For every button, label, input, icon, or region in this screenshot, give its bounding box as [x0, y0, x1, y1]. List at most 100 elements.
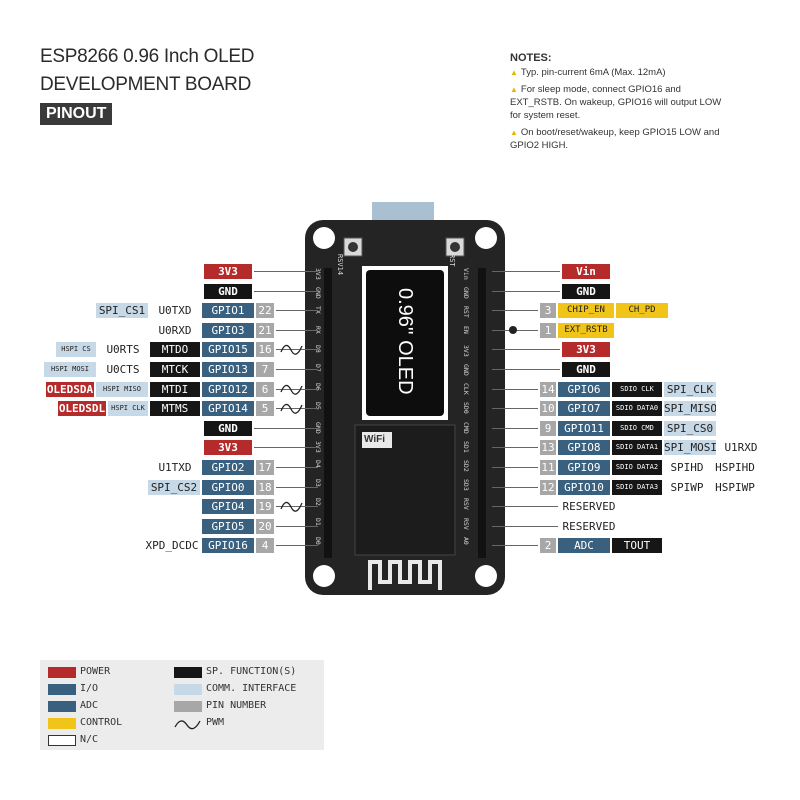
board-graphic	[305, 202, 505, 595]
left-row-14-cell-0: XPD_DCDC	[144, 538, 200, 553]
left-row-11-connector	[276, 487, 318, 488]
header-pin-label: D0	[314, 536, 322, 545]
left-row-4-cell-2: MTDO	[150, 342, 200, 357]
right-row-4-connector	[492, 349, 560, 350]
left-row-4-cell-3: GPIO15	[202, 342, 254, 357]
left-row-3-cell-0: U0RXD	[150, 323, 200, 338]
left-row-2-cell-0: SPI_CS1	[96, 303, 148, 318]
pwm-icon	[280, 501, 303, 512]
header-pin-label: D1	[314, 517, 322, 526]
right-row-5-connector	[492, 369, 560, 370]
legend-swatch-adc	[48, 701, 76, 712]
left-row-2-connector	[276, 310, 318, 311]
legend-swatch-pinnum	[174, 701, 202, 712]
right-row-8-cell-3: SPI_CS0	[664, 421, 716, 436]
header-pin-label: SD1	[462, 440, 470, 453]
left-row-11-cell-2: 18	[256, 480, 274, 495]
legend-swatch-nc	[48, 735, 76, 746]
right-row-8-connector	[492, 428, 538, 429]
reset-dot-icon	[509, 326, 517, 334]
right-row-14-cell-2: TOUT	[612, 538, 662, 553]
right-row-1-cell-0: GND	[562, 284, 610, 299]
left-row-4-cell-4: 16	[256, 342, 274, 357]
right-row-7-cell-2: SDIO DATA0	[612, 401, 662, 416]
notes-heading: NOTES:	[510, 52, 552, 64]
left-row-1-cell-0: GND	[204, 284, 252, 299]
left-row-6-cell-0: OLEDSDA	[46, 382, 94, 397]
legend-label: PIN NUMBER	[206, 700, 267, 711]
left-row-6-cell-1: HSPI MISO	[96, 382, 148, 397]
left-row-8-cell-0: GND	[204, 421, 252, 436]
left-row-4-cell-1: U0RTS	[98, 342, 148, 357]
left-row-2-cell-2: GPIO1	[202, 303, 254, 318]
right-row-0-connector	[492, 271, 560, 272]
right-row-11-cell-0: 12	[540, 480, 556, 495]
right-row-14-cell-1: ADC	[558, 538, 610, 553]
right-row-10-cell-2: SDIO DATA2	[612, 460, 662, 475]
right-row-6-connector	[492, 389, 538, 390]
right-row-1-connector	[492, 291, 560, 292]
left-row-3-cell-2: 21	[256, 323, 274, 338]
header-pin-label: D7	[314, 364, 322, 372]
note-item-1: ▲Typ. pin-current 6mA (Max. 12mA)	[510, 67, 666, 78]
left-row-9-connector	[254, 447, 318, 448]
left-row-10-cell-1: GPIO2	[202, 460, 254, 475]
left-row-6-cell-2: MTDI	[150, 382, 200, 397]
left-row-5-cell-0: HSPI MOSI	[44, 362, 96, 377]
right-row-3-cell-0: 1	[540, 323, 556, 338]
header-pin-label: CMD	[462, 421, 470, 434]
left-row-11-cell-0: SPI_CS2	[148, 480, 200, 495]
warning-icon: ▲	[510, 85, 518, 94]
left-row-13-connector	[276, 526, 318, 527]
left-row-6-cell-4: 6	[256, 382, 274, 397]
header-pin-label: CLK	[462, 383, 470, 395]
right-row-7-connector	[492, 408, 538, 409]
header-pin-label: RSV	[462, 498, 470, 511]
mounting-hole-top-right	[475, 227, 497, 249]
left-row-3-cell-1: GPIO3	[202, 323, 254, 338]
left-row-5-cell-1: U0CTS	[98, 362, 148, 377]
right-row-6-cell-1: GPIO6	[558, 382, 610, 397]
notes-panel: NOTES: ▲Typ. pin-current 6mA (Max. 12mA)…	[510, 52, 730, 152]
title-line-2: DEVELOPMENT BOARD	[40, 74, 251, 95]
legend-label: I/O	[80, 683, 99, 694]
left-row-7-cell-0: OLEDSDL	[58, 401, 106, 416]
left-row-8-connector	[254, 428, 318, 429]
right-row-10-connector	[492, 467, 538, 468]
legend-label: PWM	[206, 717, 225, 728]
header-pin-label: 3V3	[314, 268, 322, 280]
legend-label: COMM. INTERFACE	[206, 683, 297, 694]
header-pin-label: SD0	[462, 402, 470, 415]
pwm-icon	[174, 720, 201, 730]
right-row-11-cell-2: SDIO DATA3	[612, 480, 662, 495]
right-row-9-cell-1: GPIO8	[558, 440, 610, 455]
right-row-9-cell-4: U1RXD	[718, 440, 764, 455]
left-row-12-cell-1: 19	[256, 499, 274, 514]
right-row-10-cell-1: GPIO9	[558, 460, 610, 475]
left-row-3-connector	[276, 330, 318, 331]
note-item-3: ▲On boot/reset/wakeup, keep GPIO15 LOW a…	[510, 127, 720, 151]
left-row-14-cell-2: 4	[256, 538, 274, 553]
right-row-10-cell-4: HSPIHD	[712, 460, 758, 475]
legend-label: N/C	[80, 734, 99, 745]
oled-screen	[366, 270, 444, 416]
left-row-5-cell-2: MTCK	[150, 362, 200, 377]
left-row-7-cell-2: MTMS	[150, 401, 200, 416]
legend-label: POWER	[80, 666, 111, 677]
left-row-5-cell-3: GPIO13	[202, 362, 254, 377]
right-row-2-connector	[492, 310, 538, 311]
right-row-0-cell-0: Vin	[562, 264, 610, 279]
pcb-antenna	[368, 560, 442, 590]
left-row-9-cell-0: 3V3	[204, 440, 252, 455]
right-row-11-cell-1: GPIO10	[558, 480, 610, 495]
right-row-7-cell-3: SPI_MISO	[664, 401, 716, 416]
right-header-pins	[478, 268, 486, 558]
right-row-2-cell-2: CH_PD	[616, 303, 668, 318]
left-row-4-cell-0: HSPI CS	[56, 342, 96, 357]
header-pin-label: A0	[462, 536, 470, 545]
left-row-12-cell-0: GPIO4	[202, 499, 254, 514]
left-row-7-connector	[276, 408, 318, 409]
legend-swatch-control	[48, 718, 76, 729]
right-row-2-cell-1: CHIP_EN	[558, 303, 614, 318]
right-row-5-cell-0: GND	[562, 362, 610, 377]
